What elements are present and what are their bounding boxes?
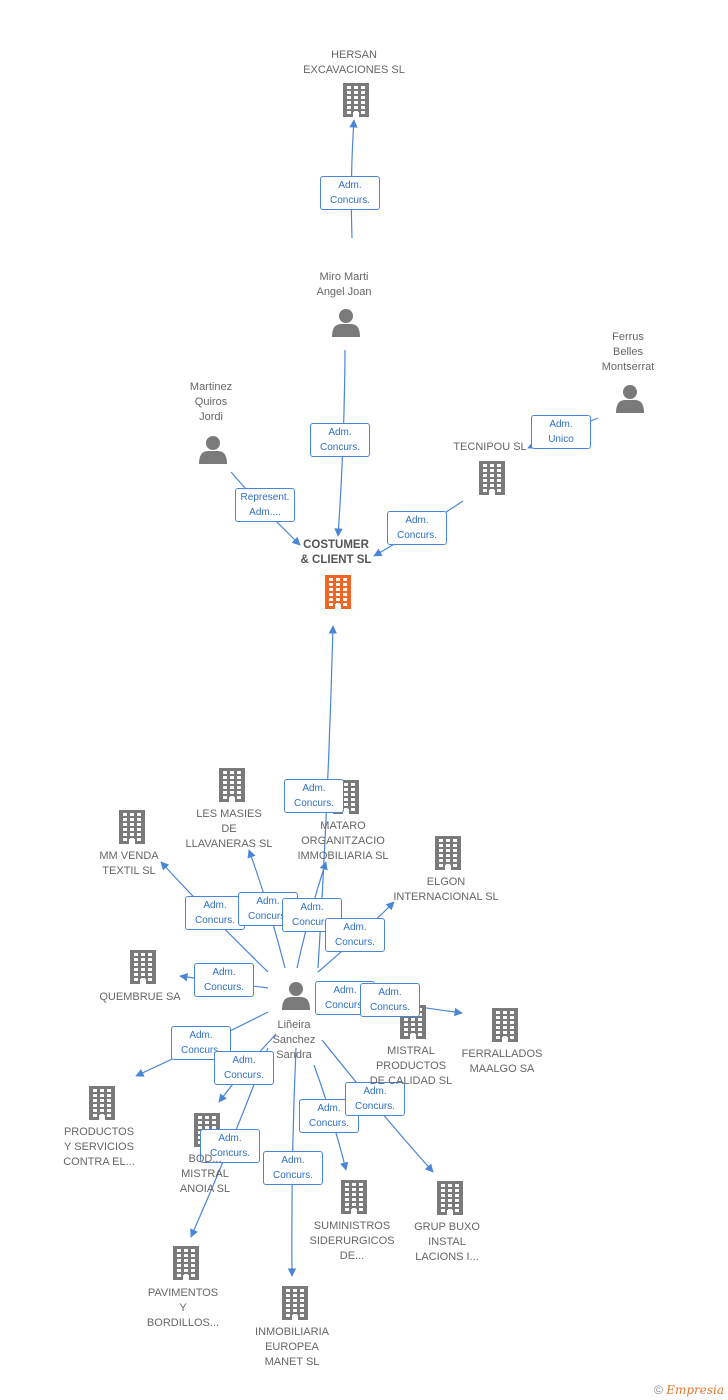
relation-label-lineira-pavimentos[interactable]: Adm. Concurs. — [200, 1129, 260, 1163]
node-label-hersan[interactable]: HERSAN EXCAVACIONES SL — [303, 49, 405, 76]
node-label-miro[interactable]: Miro Marti Angel Joan — [316, 271, 372, 298]
node-label-tecnipou[interactable]: TECNIPOU SL — [453, 441, 527, 453]
company-icon-grupbuxo[interactable] — [437, 1181, 463, 1215]
node-label-mataro[interactable]: MATARO ORGANITZACIO IMMOBILIARIA SL — [297, 820, 389, 862]
relation-label-tecnipou-costumer[interactable]: Adm. Concurs. — [387, 511, 447, 545]
company-icon-suministros[interactable] — [341, 1180, 367, 1214]
node-label-productos[interactable]: PRODUCTOS Y SERVICIOS CONTRA EL... — [63, 1126, 135, 1168]
node-label-quembrue[interactable]: QUEMBRUE SA — [99, 991, 181, 1003]
relation-label-lineira-ferrallados[interactable]: Adm. Concurs. — [360, 983, 420, 1017]
node-label-grupbuxo[interactable]: GRUP BUXO INSTAL LACIONS I... — [414, 1221, 480, 1263]
relation-label-lineira-inmobiliaria[interactable]: Adm. Concurs. — [263, 1151, 323, 1185]
person-icon-lineira[interactable] — [282, 982, 310, 1010]
node-label-suministros[interactable]: SUMINISTROS SIDERURGICOS DE... — [309, 1220, 395, 1262]
node-label-pavimentos[interactable]: PAVIMENTOS Y BORDILLOS... — [146, 1287, 220, 1329]
node-label-ferrallados[interactable]: FERRALLADOS MAALGO SA — [461, 1048, 543, 1075]
company-icon-inmobiliaria[interactable] — [282, 1286, 308, 1320]
company-icon-pavimentos[interactable] — [173, 1246, 199, 1280]
brand-logo-text: Empresia — [666, 1383, 724, 1397]
node-label-mistral[interactable]: MISTRAL PRODUCTOS DE CALIDAD SL — [369, 1045, 453, 1087]
relation-label-martinez-costumer[interactable]: Represent. Adm.... — [235, 488, 295, 522]
node-label-costumer[interactable]: COSTUMER & CLIENT SL — [300, 539, 372, 566]
node-label-lesmasies[interactable]: LES MASIES DE LLAVANERAS SL — [185, 808, 273, 850]
company-icon-tecnipou[interactable] — [479, 461, 505, 495]
company-icon-lesmasies[interactable] — [219, 768, 245, 802]
company-icon-ferrallados[interactable] — [492, 1008, 518, 1042]
person-icon-miro[interactable] — [332, 309, 360, 337]
company-icon-mmvenda[interactable] — [119, 810, 145, 844]
company-icon-quembrue[interactable] — [130, 950, 156, 984]
copyright-symbol: © — [654, 1383, 663, 1397]
relation-label-lineira-costumer[interactable]: Adm. Concurs. — [284, 779, 344, 813]
node-label-bodegues[interactable]: BOD... MISTRAL ANOIA SL — [179, 1153, 231, 1195]
node-label-lineira[interactable]: Liñeira Sanchez Sandra — [272, 1019, 316, 1061]
node-label-elgon[interactable]: ELGON INTERNACIONAL SL — [393, 876, 499, 903]
node-label-mmvenda[interactable]: MM VENDA TEXTIL SL — [99, 850, 159, 877]
person-icon-martinez[interactable] — [199, 436, 227, 464]
relation-label-miro-costumer[interactable]: Adm. Concurs. — [310, 423, 370, 457]
relation-label-lineira-grupbuxo[interactable]: Adm. Concurs. — [345, 1082, 405, 1116]
node-label-ferrus[interactable]: Ferrus Belles Montserrat — [601, 331, 655, 373]
node-label-inmobiliaria[interactable]: INMOBILIARIA EUROPEA MANET SL — [255, 1326, 329, 1368]
relation-label-ferrus-tecnipou[interactable]: Adm. Unico — [531, 415, 591, 449]
company-icon-productos[interactable] — [89, 1086, 115, 1120]
relation-label-lineira-elgon[interactable]: Adm. Concurs. — [325, 918, 385, 952]
company-icon-elgon[interactable] — [435, 836, 461, 870]
footer-brand: © Empresia — [654, 1383, 724, 1397]
relation-label-lineira-quembrue[interactable]: Adm. Concurs. — [194, 963, 254, 997]
company-icon-hersan[interactable] — [343, 83, 369, 117]
relation-label-lineira-bodegues[interactable]: Adm. Concurs. — [214, 1051, 274, 1085]
person-icon-ferrus[interactable] — [616, 385, 644, 413]
node-label-martinez[interactable]: Martinez Quiros Jordi — [189, 381, 233, 423]
relation-label-miro-hersan[interactable]: Adm. Concurs. — [320, 176, 380, 210]
relation-label-lineira-mmvenda[interactable]: Adm. Concurs. — [185, 896, 245, 930]
focus-company-icon-costumer[interactable] — [325, 575, 351, 609]
